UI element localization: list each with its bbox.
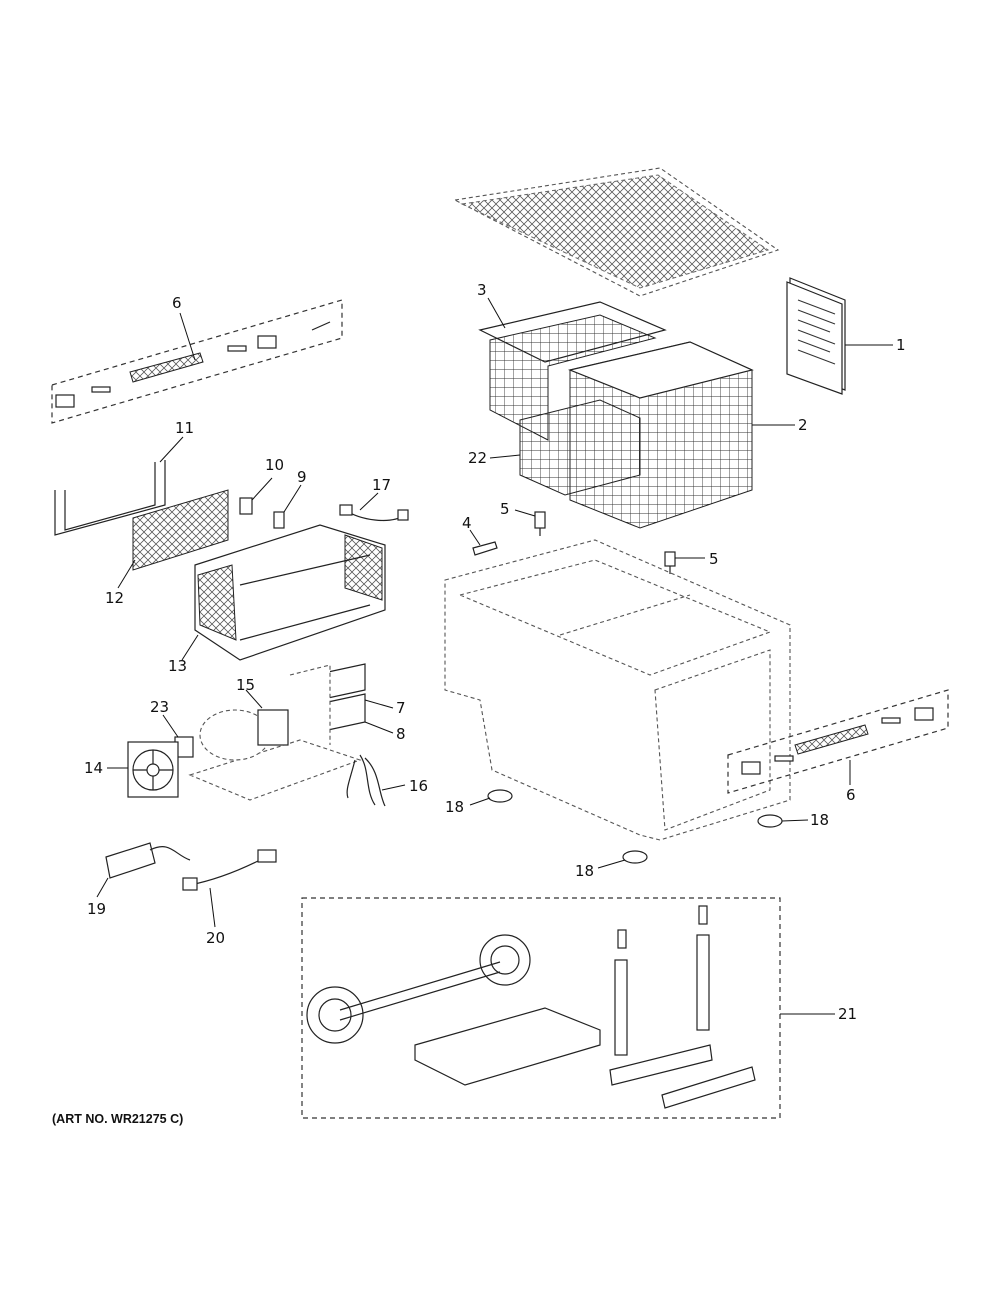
vent-grille	[132, 489, 229, 571]
callout-3: 3	[477, 281, 487, 299]
latch-clip	[472, 541, 498, 556]
rubber-foot-3	[622, 850, 648, 864]
rubber-foot-1	[487, 789, 513, 803]
callout-2: 2	[798, 416, 808, 434]
wire-harness-16	[346, 754, 386, 807]
rubber-foot-2	[757, 814, 783, 828]
callout-23: 23	[150, 698, 169, 716]
manual-book	[786, 277, 846, 395]
callout-18a: 18	[445, 798, 464, 816]
power-adapter	[105, 842, 191, 879]
hardware-kit-upper	[51, 299, 343, 424]
compartment-cover	[194, 524, 386, 661]
hinge-pin-left	[534, 511, 546, 536]
lid-mesh-panel	[453, 167, 780, 297]
basket-small	[519, 399, 641, 496]
hinge-pin-right	[664, 551, 676, 574]
callout-4: 4	[462, 514, 472, 532]
support-bracket	[54, 460, 166, 536]
callout-labels: 1 2 3 4 5 5 6 6 7 8 9 10 11 12 13 14 15 …	[84, 281, 906, 1023]
compressor-assembly	[188, 664, 362, 801]
callout-14: 14	[84, 759, 103, 777]
switch-part	[239, 497, 253, 515]
callout-10: 10	[265, 456, 284, 474]
callout-1: 1	[896, 336, 906, 354]
callout-6a: 6	[172, 294, 182, 312]
power-cord	[182, 849, 277, 891]
clip-part	[273, 511, 285, 529]
callout-8: 8	[396, 725, 406, 743]
callout-22: 22	[468, 449, 487, 467]
callout-16: 16	[409, 777, 428, 795]
cooling-fan	[127, 741, 179, 798]
callout-20: 20	[206, 929, 225, 947]
callout-12: 12	[105, 589, 124, 607]
callout-7: 7	[396, 699, 406, 717]
callout-19: 19	[87, 900, 106, 918]
callout-11: 11	[175, 419, 194, 437]
callout-9: 9	[297, 468, 307, 486]
callout-21: 21	[838, 1005, 857, 1023]
art-number-label: (ART NO. WR21275 C)	[52, 1112, 183, 1126]
control-board-7	[327, 663, 366, 699]
cabinet-body	[444, 539, 791, 841]
callout-13: 13	[168, 657, 187, 675]
callout-17: 17	[372, 476, 391, 494]
callout-18b: 18	[810, 811, 829, 829]
callout-5b: 5	[709, 550, 719, 568]
wire-harness-17	[339, 504, 409, 521]
callout-18c: 18	[575, 862, 594, 880]
callout-15: 15	[236, 676, 255, 694]
basket-upper	[478, 301, 667, 441]
cart-kit	[301, 897, 781, 1119]
hardware-kit-lower	[727, 689, 949, 794]
leader-lines	[96, 297, 893, 1015]
control-board-8	[327, 693, 366, 731]
callout-5a: 5	[500, 500, 510, 518]
callout-6b: 6	[846, 786, 856, 804]
